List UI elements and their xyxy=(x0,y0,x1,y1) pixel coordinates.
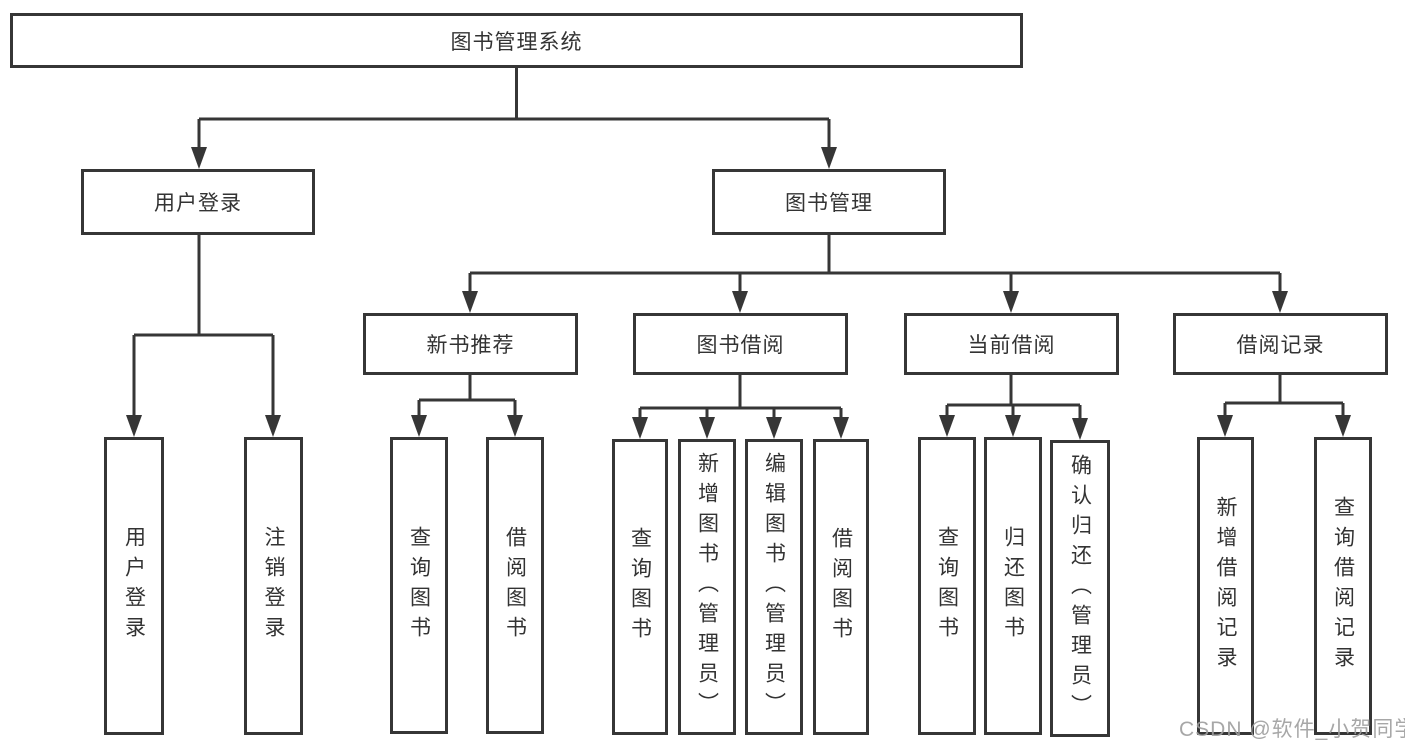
leaf-label: 新增图书（管理员） xyxy=(695,452,719,722)
leaf-query-books-current: 查询图书 xyxy=(918,437,976,735)
node-new-book-recommend: 新书推荐 xyxy=(363,313,578,375)
leaf-label: 归还图书 xyxy=(1001,526,1025,646)
leaf-label: 编辑图书（管理员） xyxy=(762,452,786,722)
node-library-management-system: 图书管理系统 xyxy=(10,13,1023,68)
node-book-management: 图书管理 xyxy=(712,169,946,235)
leaf-label: 查询图书 xyxy=(935,526,959,646)
csdn-watermark: CSDN @软件_小贺同学 xyxy=(1179,718,1405,741)
leaf-edit-books-admin: 编辑图书（管理员） xyxy=(745,439,803,735)
node-borrow-record: 借阅记录 xyxy=(1173,313,1388,375)
leaf-label: 查询借阅记录 xyxy=(1331,496,1355,676)
leaf-query-books-recommend: 查询图书 xyxy=(390,437,448,734)
leaf-borrow-books: 借阅图书 xyxy=(813,439,869,735)
leaf-return-books: 归还图书 xyxy=(984,437,1042,735)
leaf-borrow-books-recommend: 借阅图书 xyxy=(486,437,544,734)
leaf-user-login: 用户登录 xyxy=(104,437,164,735)
node-user-login: 用户登录 xyxy=(81,169,315,235)
leaf-label: 注销登录 xyxy=(262,526,285,646)
leaf-add-borrow-record: 新增借阅记录 xyxy=(1197,437,1254,735)
leaf-label: 借阅图书 xyxy=(829,527,853,647)
leaf-label: 用户登录 xyxy=(122,526,146,646)
leaf-label: 新增借阅记录 xyxy=(1214,496,1237,676)
leaf-query-books-borrow: 查询图书 xyxy=(612,439,668,735)
leaf-label: 借阅图书 xyxy=(503,525,527,646)
leaf-add-books-admin: 新增图书（管理员） xyxy=(678,439,736,735)
leaf-label: 查询图书 xyxy=(407,525,431,646)
node-book-borrow: 图书借阅 xyxy=(633,313,848,375)
node-current-borrow: 当前借阅 xyxy=(904,313,1119,375)
leaf-confirm-return-admin: 确认归还（管理员） xyxy=(1050,440,1110,737)
arrowhead-icons xyxy=(126,147,1351,440)
leaf-logout: 注销登录 xyxy=(244,437,303,735)
leaf-label: 查询图书 xyxy=(628,527,652,647)
leaf-query-borrow-record: 查询借阅记录 xyxy=(1314,437,1372,735)
leaf-label: 确认归还（管理员） xyxy=(1068,453,1092,724)
